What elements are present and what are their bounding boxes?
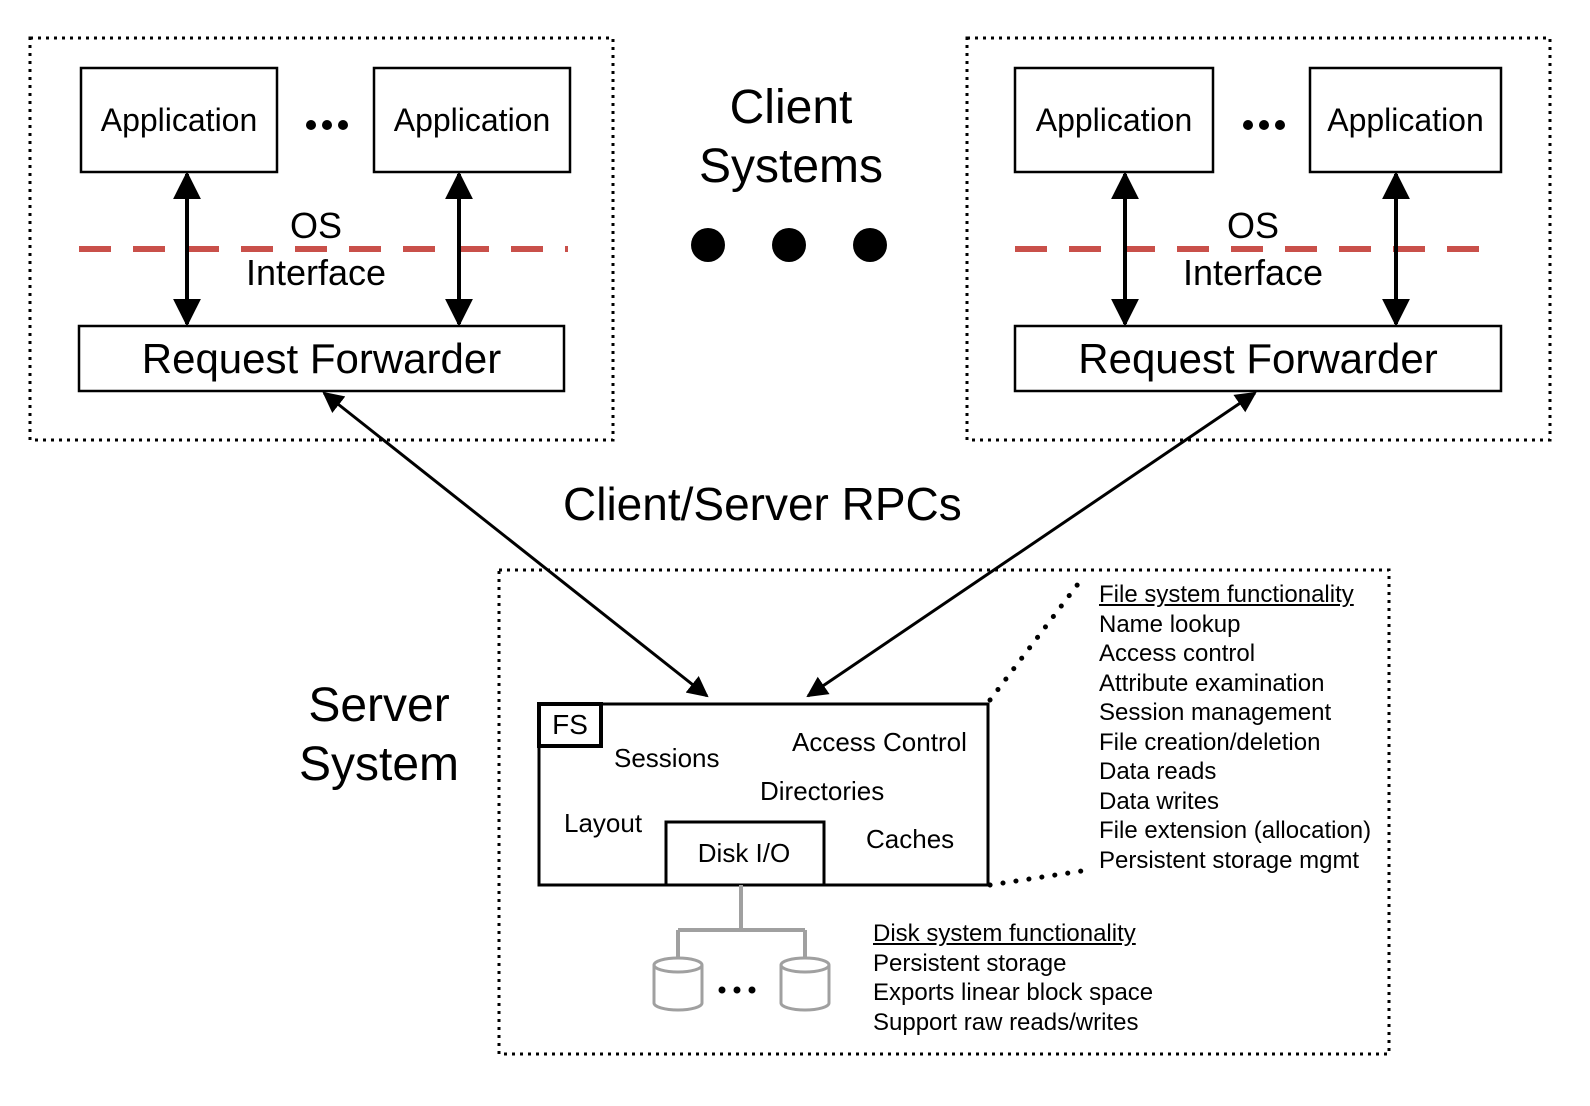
server-system-title-line2: System [298,738,460,791]
fs-callout-bottom [987,867,1091,888]
disk-functionality-list: Disk system functionality Persistent sto… [873,919,1153,1037]
fs-functionality-item: File extension (allocation) [1099,817,1372,844]
client-right-ellipsis [1243,120,1285,130]
fs-layout-label: Layout [564,808,643,838]
disk-icon-2 [779,956,831,1012]
fs-functionality-item: Persistent storage mgmt [1099,846,1360,874]
client-right-interface-label: Interface [1182,252,1324,293]
client-right-os-label: OS [1226,205,1279,246]
disk-io-label: Disk I/O [697,838,791,868]
client-left-app1-label: Application [100,101,258,138]
disk-io-box [664,820,826,887]
fs-functionality-item: Name lookup [1099,610,1241,638]
disk-functionality-item: Persistent storage [873,949,1067,977]
client-right-app1-box [1013,66,1215,174]
disk-functionality-item: Support raw reads/writes [873,1008,1139,1036]
client-left-app2-label: Application [393,101,551,138]
client-left-region [28,36,615,442]
fs-directories-label: Directories [760,776,885,806]
client-left-ellipsis [306,120,348,130]
fs-functionality-item: Data reads [1099,758,1217,785]
client-right-forwarder-box [1013,324,1503,393]
client-left-os-label: OS [289,205,342,246]
client-right-app2-box [1308,66,1503,174]
clients-ellipsis [691,228,887,262]
client-left-interface-label: Interface [245,252,387,293]
fs-functionality-item: Access control [1099,640,1256,667]
disk-ellipsis [718,986,756,994]
fs-access-control-label: Access Control [792,727,967,757]
client-right-region [965,36,1552,442]
disk-icon-1 [652,956,704,1012]
disk-functionality-title: Disk system functionality [873,920,1136,947]
client-right-forwarder-label: Request Forwarder [1078,334,1438,382]
client-systems-title-line1: Client [729,81,853,134]
fs-functionality-item: Data writes [1099,787,1220,815]
fs-tag-box [537,702,603,748]
fs-callout-top [987,581,1081,703]
fs-functionality-item: Attribute examination [1099,669,1325,697]
disk-functionality-item: Exports linear block space [873,979,1154,1006]
client-left-app1-box [79,66,279,174]
disk-connector [676,885,807,958]
client-systems-title-line2: Systems [698,140,884,193]
server-system-title-line1: Server [308,679,450,732]
fs-functionality-item: File creation/deletion [1099,728,1321,756]
fs-functionality-item: Session management [1099,699,1332,726]
fs-tag-label: FS [552,709,588,740]
rpc-arrow-right [806,391,1257,698]
client-left-app2-box [372,66,572,174]
fs-functionality-title: File system functionality [1099,581,1354,608]
fs-caches-label: Caches [866,824,955,854]
fs-functionality-list: File system functionality Name lookup Ac… [1099,580,1371,875]
rpc-label: Client/Server RPCs [563,478,962,530]
rpc-arrow-left [322,391,709,698]
client-left-forwarder-box [77,324,566,393]
fs-sessions-label: Sessions [614,743,720,773]
server-region [497,568,1391,1056]
client-right-app1-label: Application [1035,101,1193,138]
client-right-app2-label: Application [1327,101,1484,138]
client-left-forwarder-label: Request Forwarder [141,334,502,382]
